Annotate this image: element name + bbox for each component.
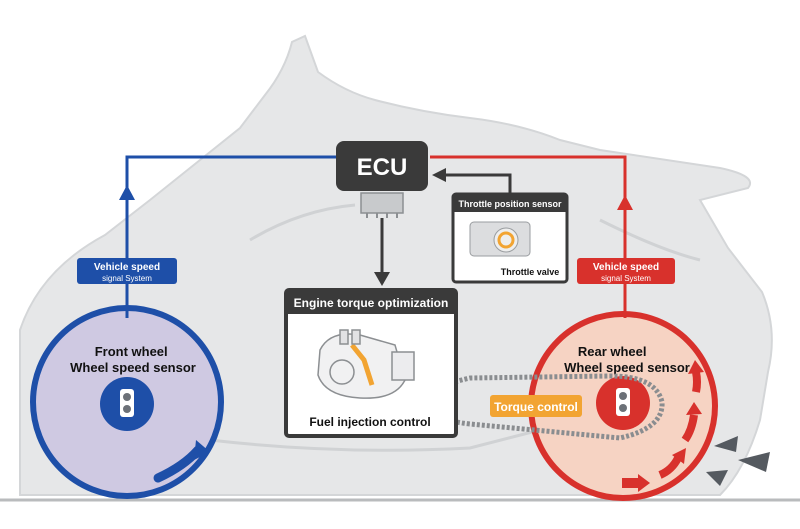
throttle-body-illustration (469, 221, 531, 257)
ecu-output-arrow-icon (374, 272, 390, 286)
front-wheel-label: Front wheel Wheel speed sensor (70, 344, 196, 375)
fuel-injection-caption: Fuel injection control (309, 415, 430, 429)
rear-speed-signal-tag: Vehicle speed signal System (577, 258, 675, 284)
rear-wheel: Rear wheel Wheel speed sensor (528, 311, 770, 501)
ecu-unit: ECU (336, 141, 428, 218)
torque-control-label: Torque control (494, 400, 578, 414)
ecu-connector (360, 192, 404, 214)
svg-text:Vehicle speed: Vehicle speed (593, 262, 659, 273)
svg-text:signal System: signal System (102, 274, 152, 283)
rear-signal-arrow-icon (617, 195, 633, 210)
torque-control-tag: Torque control (490, 395, 582, 417)
svg-text:Vehicle speed: Vehicle speed (94, 262, 160, 273)
engine-torque-box: Engine torque optimization Fuel injectio… (284, 288, 458, 438)
engine-illustration (317, 329, 415, 399)
throttle-position-sensor-box: Throttle position sensor Throttle valve (451, 192, 569, 284)
rear-wheel-label: Rear wheel Wheel speed sensor (564, 344, 690, 375)
svg-text:signal System: signal System (601, 274, 651, 283)
wheel-spin-marks-icon (706, 436, 770, 486)
engine-box-title: Engine torque optimization (294, 296, 449, 310)
rear-rotation-arrows-icon (622, 360, 704, 492)
throttle-valve-caption: Throttle valve (501, 267, 560, 277)
throttle-arrow-icon (432, 168, 446, 182)
front-speed-signal-tag: Vehicle speed signal System (77, 258, 177, 284)
throttle-box-title: Throttle position sensor (458, 199, 562, 209)
ecu-label: ECU (357, 154, 408, 181)
front-wheel: Front wheel Wheel speed sensor (30, 305, 224, 499)
front-signal-arrow-icon (119, 185, 135, 200)
throttle-signal-line (442, 173, 512, 193)
